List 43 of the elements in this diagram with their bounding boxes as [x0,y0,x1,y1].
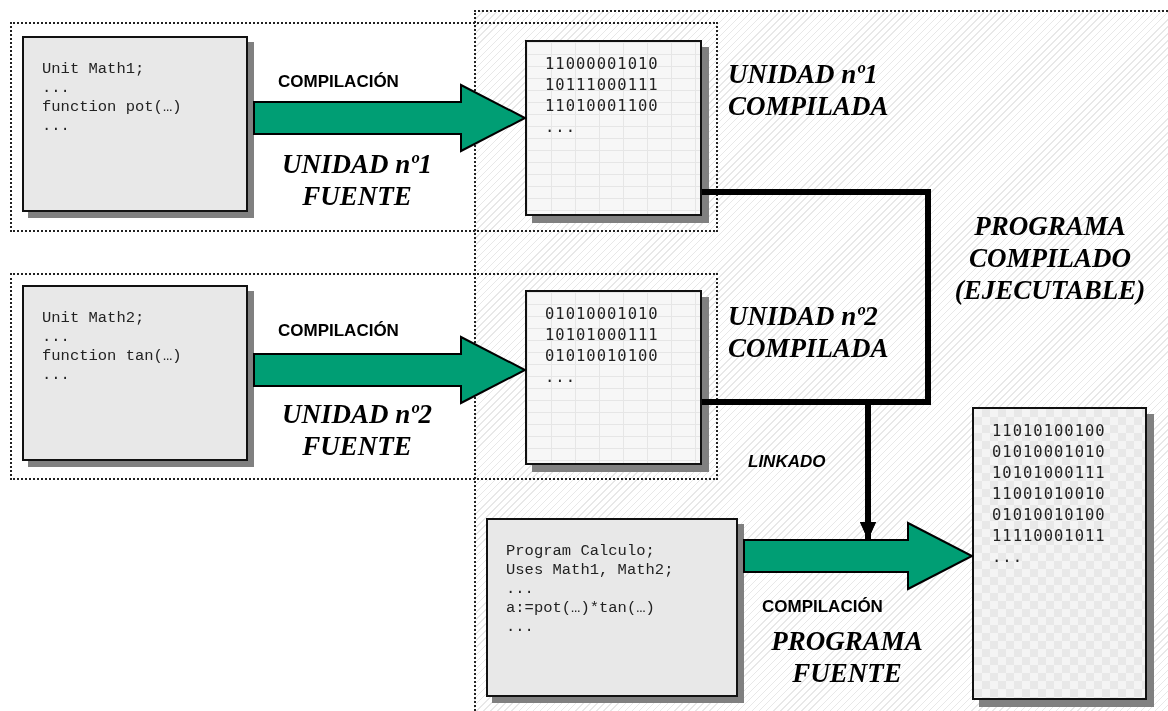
code-line: Unit Math1; [42,60,146,79]
edge-label: COMPILACIÓN [278,321,399,341]
binary-line: 10101000111 [545,325,660,346]
code-line: Program Calculo; [506,542,656,561]
dotted-group-frame [10,22,718,232]
node-label: UNIDAD nº1 FUENTE [281,148,433,212]
code-line: a:=pot(…)*tan(…) [506,599,656,618]
block-arrow [253,83,528,153]
code-line: function pot(…) [42,98,183,117]
binary-line: ... [992,547,1024,568]
code-line: ... [42,328,71,347]
edge-label: COMPILACIÓN [278,72,399,92]
node-label: UNIDAD nº2 FUENTE [281,398,433,462]
binary-line: 11010001100 [545,96,660,117]
binary-line: 01010001010 [992,442,1107,463]
binary-line: 11000001010 [545,54,660,75]
code-line: ... [42,117,71,136]
block-arrow [743,521,975,591]
node-label: PROGRAMA COMPILADO (EJECUTABLE) [953,210,1147,306]
code-line: ... [42,366,71,385]
dotted-group-frame [10,273,718,480]
node-label: UNIDAD nº2 COMPILADA [728,300,890,364]
binary-line: 10101000111 [992,463,1107,484]
code-line: ... [506,618,535,637]
binary-line: 01010010100 [992,505,1107,526]
binary-line: 10111000111 [545,75,660,96]
binary-line: ... [545,117,577,138]
code-line: function tan(…) [42,347,183,366]
edge-label: LINKADO [748,452,826,472]
binary-line: 11001010010 [992,484,1107,505]
binary-line: 11110001011 [992,526,1107,547]
binary-line: 01010010100 [545,346,660,367]
binary-line: ... [545,367,577,388]
block-arrow [253,335,528,405]
code-line: Uses Math1, Math2; [506,561,675,580]
code-line: Unit Math2; [42,309,146,328]
code-line: ... [42,79,71,98]
edge-label: COMPILACIÓN [762,597,883,617]
binary-line: 01010001010 [545,304,660,325]
node-label: PROGRAMA FUENTE [770,625,924,689]
binary-line: 11010100100 [992,421,1107,442]
node-label: UNIDAD nº1 COMPILADA [728,58,890,122]
code-line: ... [506,580,535,599]
